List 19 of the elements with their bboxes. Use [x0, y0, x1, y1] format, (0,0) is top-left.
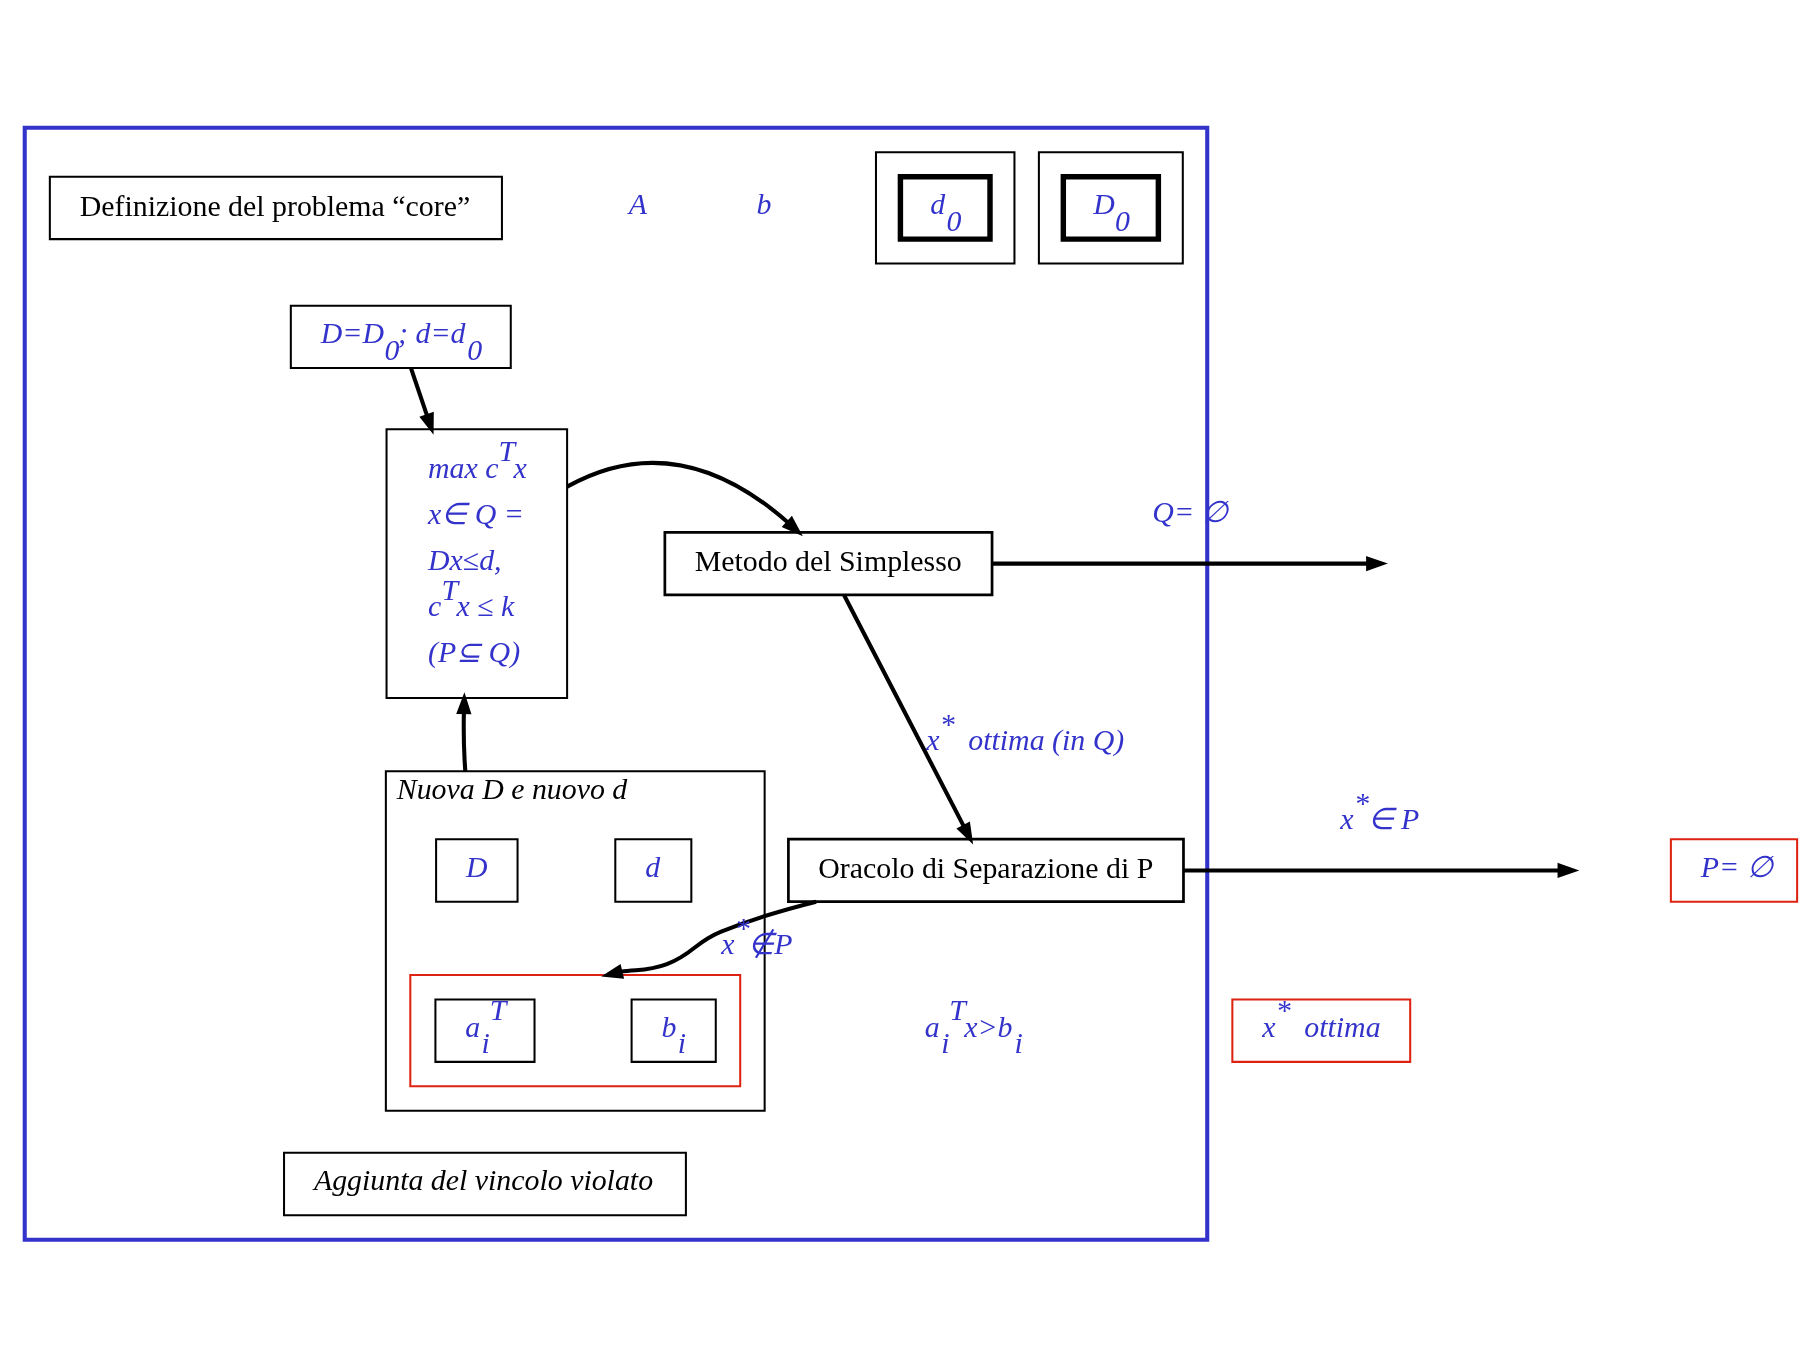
node-box: P= ∅: [1669, 838, 1799, 903]
cluster: [874, 151, 1016, 265]
arrow: [409, 367, 434, 435]
arrow: [566, 460, 803, 537]
cluster: [409, 973, 742, 1088]
node-box: Definizione del problema “core”: [48, 175, 503, 241]
label: A: [628, 187, 648, 221]
arrow: [456, 692, 472, 772]
node-box: d: [614, 838, 693, 903]
node-box: Aggiunta del vincolo violato: [283, 1151, 687, 1217]
arrow: [1183, 862, 1580, 879]
arrow: [601, 899, 817, 979]
label: b: [756, 187, 772, 221]
node-box: Oracolo di Separazione di P: [787, 837, 1185, 903]
cluster: [1037, 151, 1184, 265]
arrow: [992, 556, 1388, 572]
arrow: [842, 594, 974, 845]
node-box: Metodo del Simplesso: [663, 531, 994, 597]
node-box: D: [435, 838, 519, 903]
